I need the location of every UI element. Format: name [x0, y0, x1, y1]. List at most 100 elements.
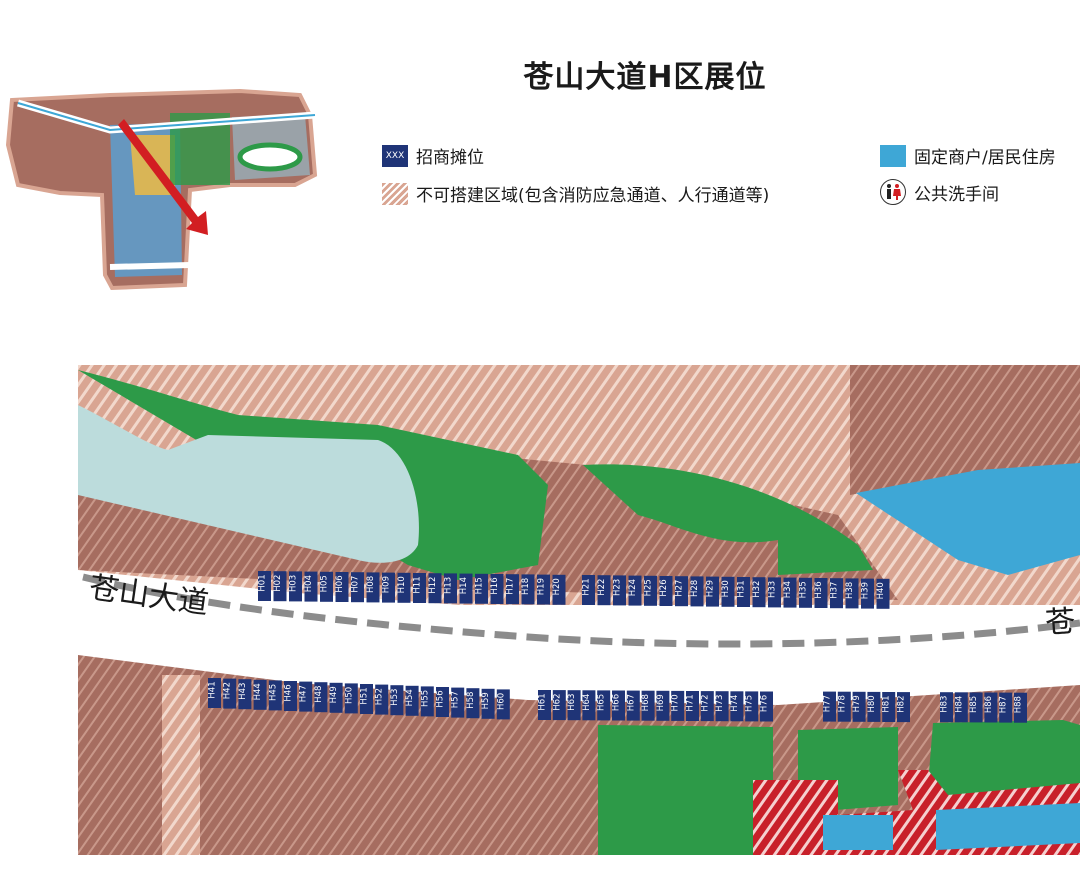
stall-h43[interactable]: H43: [238, 679, 252, 710]
stall-h07[interactable]: H07: [351, 572, 365, 603]
stall-label: H77: [823, 695, 833, 712]
stall-h77[interactable]: H77: [823, 691, 837, 722]
stall-h86[interactable]: H86: [984, 692, 998, 723]
stall-h82[interactable]: H82: [897, 692, 911, 723]
stall-h16[interactable]: H16: [490, 574, 504, 604]
stall-h32[interactable]: H32: [752, 577, 766, 608]
stall-h18[interactable]: H18: [521, 574, 535, 605]
stall-h60[interactable]: H60: [496, 689, 510, 720]
stall-h49[interactable]: H49: [329, 682, 343, 713]
stall-h53[interactable]: H53: [390, 685, 404, 716]
stall-h20[interactable]: H20: [552, 574, 566, 605]
stall-h38[interactable]: H38: [845, 578, 859, 609]
stall-h67[interactable]: H67: [626, 690, 640, 721]
stall-h44[interactable]: H44: [253, 679, 267, 710]
stall-h27[interactable]: H27: [675, 576, 689, 607]
stall-h30[interactable]: H30: [721, 576, 735, 607]
stall-h45[interactable]: H45: [268, 680, 282, 711]
stall-h66[interactable]: H66: [612, 690, 626, 721]
stall-h56[interactable]: H56: [436, 687, 450, 717]
stall-h47[interactable]: H47: [299, 681, 313, 712]
stall-h85[interactable]: H85: [969, 692, 983, 723]
stall-h17[interactable]: H17: [506, 574, 520, 605]
stall-h48[interactable]: H48: [314, 682, 328, 713]
stall-h22[interactable]: H22: [597, 575, 611, 606]
stall-label: H01: [258, 574, 268, 591]
stall-h11[interactable]: H11: [413, 573, 427, 603]
stall-h79[interactable]: H79: [852, 691, 866, 722]
stall-h88[interactable]: H88: [1014, 692, 1028, 723]
stall-h42[interactable]: H42: [223, 678, 237, 709]
stall-h03[interactable]: H03: [289, 571, 303, 602]
stall-h74[interactable]: H74: [730, 691, 744, 722]
stall-h08[interactable]: H08: [366, 572, 380, 603]
stall-h29[interactable]: H29: [706, 576, 720, 607]
stall-h58[interactable]: H58: [466, 688, 480, 719]
stall-h34[interactable]: H34: [783, 577, 797, 608]
stall-h71[interactable]: H71: [686, 691, 700, 721]
stall-h73[interactable]: H73: [715, 691, 729, 722]
stall-label: H02: [273, 575, 283, 592]
stall-h23[interactable]: H23: [613, 575, 627, 606]
stall-label: H42: [223, 682, 233, 699]
stall-h81[interactable]: H81: [882, 692, 896, 722]
stall-h41[interactable]: H41: [208, 678, 222, 708]
stall-h83[interactable]: H83: [940, 692, 954, 723]
stall-h19[interactable]: H19: [537, 574, 551, 605]
stall-h15[interactable]: H15: [475, 573, 489, 604]
stall-h09[interactable]: H09: [382, 572, 396, 603]
stall-h64[interactable]: H64: [582, 690, 596, 721]
stall-h59[interactable]: H59: [481, 688, 495, 719]
stall-h70[interactable]: H70: [671, 690, 685, 721]
stall-h35[interactable]: H35: [799, 577, 813, 608]
stall-h04[interactable]: H04: [304, 571, 318, 602]
stall-h87[interactable]: H87: [999, 692, 1013, 723]
stall-label: H06: [335, 575, 345, 592]
stall-h33[interactable]: H33: [768, 577, 782, 608]
stall-h40[interactable]: H40: [876, 578, 890, 609]
stall-h69[interactable]: H69: [656, 690, 670, 721]
stall-h28[interactable]: H28: [690, 576, 704, 607]
stall-label: H30: [721, 580, 731, 597]
stall-h78[interactable]: H78: [837, 691, 851, 722]
stall-h65[interactable]: H65: [597, 690, 611, 721]
stall-h13[interactable]: H13: [444, 573, 458, 604]
stall-h80[interactable]: H80: [867, 691, 881, 722]
stall-h36[interactable]: H36: [814, 578, 828, 608]
legend-fixed-swatch: [880, 144, 906, 167]
stall-h21[interactable]: H21: [582, 575, 596, 605]
stall-h26[interactable]: H26: [659, 576, 673, 606]
stall-h84[interactable]: H84: [954, 692, 968, 723]
stall-h57[interactable]: H57: [451, 687, 465, 718]
stall-h31[interactable]: H31: [737, 577, 751, 607]
stall-label: H20: [552, 578, 562, 595]
fixed-building-top-right: [856, 463, 1080, 575]
stall-label: H83: [940, 696, 950, 713]
stall-h01[interactable]: H01: [258, 571, 272, 601]
stall-h61[interactable]: H61: [538, 690, 552, 720]
stall-h68[interactable]: H68: [641, 690, 655, 721]
stall-h37[interactable]: H37: [830, 578, 844, 609]
stall-h55[interactable]: H55: [420, 686, 434, 717]
stall-h05[interactable]: H05: [320, 571, 334, 602]
stall-h02[interactable]: H02: [273, 571, 287, 602]
stall-h76[interactable]: H76: [760, 691, 774, 722]
stall-h62[interactable]: H62: [552, 690, 566, 721]
stall-h51[interactable]: H51: [360, 684, 374, 714]
stall-h24[interactable]: H24: [628, 575, 642, 606]
stall-h75[interactable]: H75: [745, 691, 759, 722]
stall-h72[interactable]: H72: [700, 691, 714, 722]
stall-h12[interactable]: H12: [428, 573, 442, 604]
stall-h06[interactable]: H06: [335, 572, 349, 602]
stall-h10[interactable]: H10: [397, 572, 411, 603]
stall-h52[interactable]: H52: [375, 684, 389, 715]
stall-h63[interactable]: H63: [567, 690, 581, 721]
stall-h46[interactable]: H46: [284, 681, 298, 711]
stall-h39[interactable]: H39: [861, 578, 875, 609]
stall-h54[interactable]: H54: [405, 685, 419, 716]
stall-h14[interactable]: H14: [459, 573, 473, 604]
stall-label: H22: [597, 579, 607, 596]
stall-label: H14: [459, 577, 469, 594]
stall-h50[interactable]: H50: [344, 683, 358, 714]
stall-h25[interactable]: H25: [644, 575, 658, 606]
